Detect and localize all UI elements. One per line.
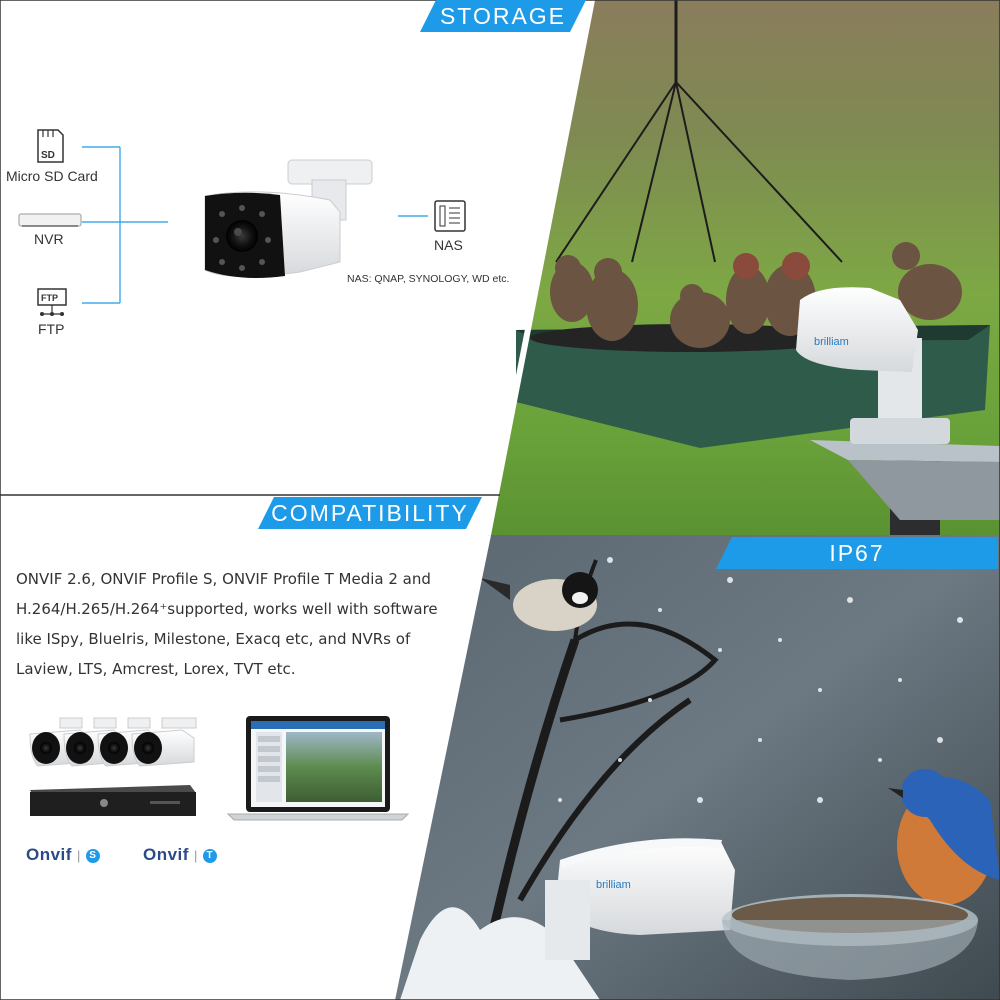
bird-feeder-photo: brilliam (488, 0, 1000, 535)
nvr-device-icon (18, 213, 82, 227)
profile-t-badge: T (202, 849, 217, 863)
profile-s-badge: S (85, 849, 100, 863)
micro-sd-label: Micro SD Card (6, 168, 98, 184)
nvr-label: NVR (34, 231, 64, 247)
storage-banner: STORAGE (420, 0, 586, 32)
nas-note: NAS: QNAP, SYNOLOGY, WD etc. (347, 273, 510, 285)
laptop-illustration (226, 716, 410, 821)
onvif-wordmark-2: Onvif (143, 845, 189, 864)
compatibility-banner: COMPATIBILITY (258, 497, 482, 529)
ftp-icon: FTP (37, 288, 67, 316)
description-line-3: like ISpy, BlueIris, Milestone, Exacq et… (16, 630, 411, 648)
ftp-icon-text: FTP (41, 293, 58, 303)
snow-feeder-photo: brilliam (392, 535, 1000, 1000)
description-line-4: Laview, LTS, Amcrest, Lorex, TVT etc. (16, 660, 296, 678)
compatibility-title: COMPATIBILITY (271, 500, 469, 526)
description-line-1: ONVIF 2.6, ONVIF Profile S, ONVIF Profil… (16, 570, 431, 588)
camera-set-illustration (29, 717, 197, 767)
nas-icon (434, 200, 466, 232)
onvif-profile-t-logo: Onvif | T (143, 845, 217, 865)
onvif-profile-s-logo: Onvif | S (26, 845, 100, 865)
camera-logo-text: brilliam (814, 336, 849, 348)
nvr-recorder-illustration (30, 785, 196, 816)
compatibility-description: ONVIF 2.6, ONVIF Profile S, ONVIF Profil… (16, 564, 456, 684)
logo-divider-2: | (193, 848, 198, 863)
nas-label: NAS (434, 237, 463, 253)
sd-icon-text: SD (41, 150, 55, 161)
camera-logo-text-2: brilliam (596, 879, 631, 891)
description-line-2: H.264/H.265/H.264⁺supported, works well … (16, 600, 438, 618)
bullet-camera-illustration (204, 159, 373, 278)
storage-title: STORAGE (439, 3, 567, 29)
logo-divider: | (76, 848, 81, 863)
storage-connector-lines (82, 146, 428, 304)
weatherproof-title: IP67 WEATHERPROOF (829, 540, 885, 566)
onvif-wordmark: Onvif (26, 845, 72, 864)
ftp-label: FTP (38, 321, 65, 337)
weatherproof-banner: IP67 WEATHERPROOF (716, 537, 998, 569)
sd-card-icon: SD (37, 129, 64, 163)
